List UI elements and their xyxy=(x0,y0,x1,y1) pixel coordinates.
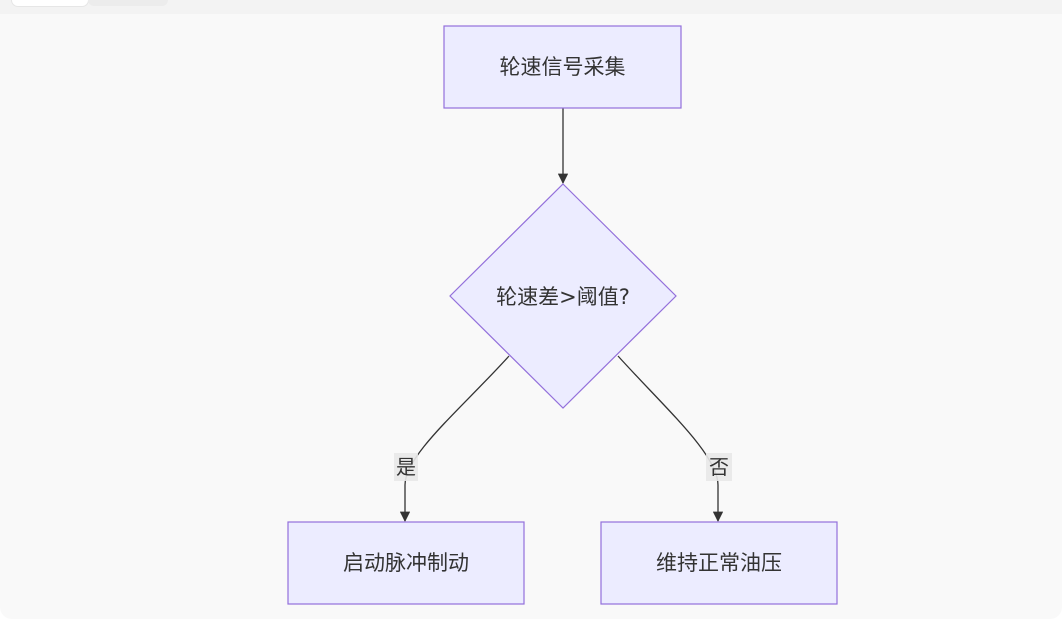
node-no-action[interactable]: 维持正常油压 xyxy=(600,521,838,605)
node-start-label: 轮速信号采集 xyxy=(500,55,626,79)
node-start[interactable]: 轮速信号采集 xyxy=(443,25,682,109)
node-yes-action-label: 启动脉冲制动 xyxy=(343,551,469,575)
edge-yes xyxy=(399,355,510,523)
edge-label-no: 否 xyxy=(706,453,732,481)
edge-label-no-text: 否 xyxy=(709,455,729,479)
node-yes-action[interactable]: 启动脉冲制动 xyxy=(287,521,525,605)
node-decision[interactable]: 轮速差>阈值? xyxy=(449,183,677,409)
node-decision-label: 轮速差>阈值? xyxy=(496,285,630,309)
top-strip xyxy=(0,0,1062,14)
tab-inactive[interactable] xyxy=(88,0,168,6)
edge-label-yes: 是 xyxy=(394,453,418,481)
edge-no xyxy=(617,355,724,523)
tab-active[interactable] xyxy=(12,0,88,6)
edge-label-yes-text: 是 xyxy=(396,455,416,479)
node-no-action-label: 维持正常油压 xyxy=(656,551,782,575)
